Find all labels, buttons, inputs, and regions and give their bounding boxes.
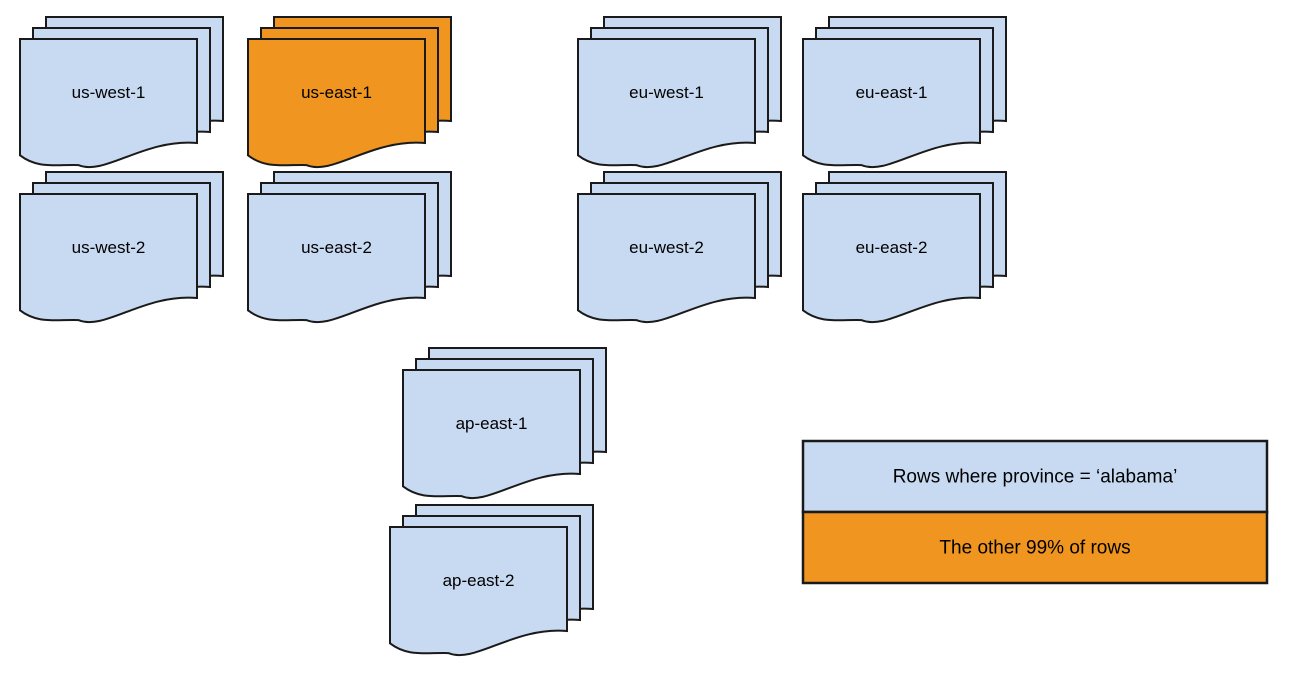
stack-sheet-front <box>802 38 981 168</box>
stack-sheet-front <box>19 193 198 323</box>
document-stacks-group: us-west-1 us-east-1 eu-west-1 eu-east-1 us-w… <box>19 16 1007 656</box>
stack-sheet-front <box>19 38 198 168</box>
stack-label-us-west-1: us-west-1 <box>72 83 146 102</box>
stack-label-eu-east-2: eu-east-2 <box>856 238 928 257</box>
stack-label-eu-west-1: eu-west-1 <box>629 83 704 102</box>
legend-swatch <box>801 510 1269 585</box>
document-stack-us-east-1[interactable]: us-east-1 <box>247 16 452 168</box>
stack-sheet-front <box>577 38 756 168</box>
stack-sheet-front <box>247 38 426 168</box>
legend-row-alabama[interactable]: Rows where province = ‘alabama’ <box>801 439 1269 514</box>
document-stack-ap-east-1[interactable]: ap-east-1 <box>402 347 607 499</box>
stack-sheet-front <box>402 369 581 499</box>
legend-label: The other 99% of rows <box>939 538 1130 559</box>
stack-label-us-west-2: us-west-2 <box>72 238 146 257</box>
stack-label-eu-west-2: eu-west-2 <box>629 238 704 257</box>
stack-label-ap-east-2: ap-east-2 <box>443 571 515 590</box>
stack-sheet-front <box>389 526 568 656</box>
legend-group: Rows where province = ‘alabama’ The other… <box>801 439 1269 585</box>
stack-sheet-front <box>247 193 426 323</box>
document-stack-eu-west-2[interactable]: eu-west-2 <box>577 171 782 323</box>
stack-label-ap-east-1: ap-east-1 <box>456 414 528 433</box>
legend-swatch <box>801 439 1269 514</box>
document-stack-eu-west-1[interactable]: eu-west-1 <box>577 16 782 168</box>
stack-label-us-east-1: us-east-1 <box>301 83 372 102</box>
stack-sheet-front <box>802 193 981 323</box>
stack-sheet-front <box>577 193 756 323</box>
document-stack-ap-east-2[interactable]: ap-east-2 <box>389 504 594 656</box>
stack-label-us-east-2: us-east-2 <box>301 238 372 257</box>
document-stack-eu-east-1[interactable]: eu-east-1 <box>802 16 1007 168</box>
document-stack-us-east-2[interactable]: us-east-2 <box>247 171 452 323</box>
legend-label: Rows where province = ‘alabama’ <box>893 467 1178 488</box>
legend-row-other[interactable]: The other 99% of rows <box>801 510 1269 585</box>
document-stack-us-west-1[interactable]: us-west-1 <box>19 16 224 168</box>
document-stack-us-west-2[interactable]: us-west-2 <box>19 171 224 323</box>
document-stack-eu-east-2[interactable]: eu-east-2 <box>802 171 1007 323</box>
stack-label-eu-east-1: eu-east-1 <box>856 83 928 102</box>
